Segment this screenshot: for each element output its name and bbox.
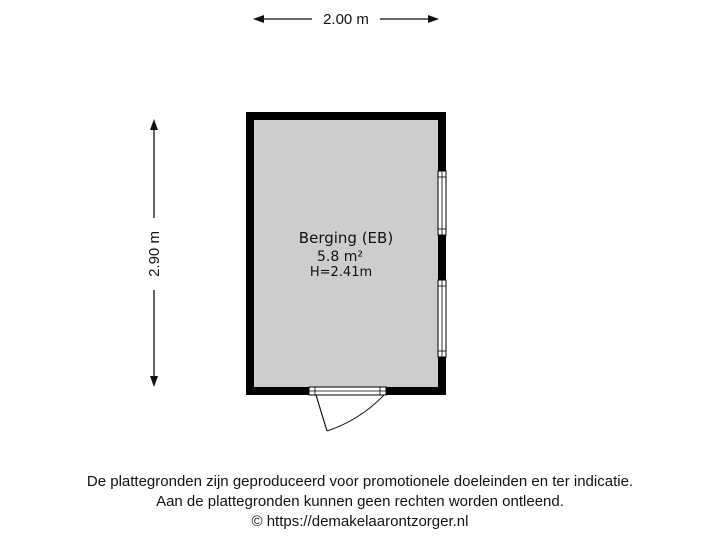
width-label: 2.00 m (323, 11, 369, 28)
disclaimer-line-2: Aan de plattegronden kunnen geen rechten… (156, 493, 564, 510)
door (308, 386, 387, 432)
width-arrow-left-icon (253, 15, 264, 23)
room-floor (254, 120, 438, 387)
height-arrow-bottom-icon (150, 376, 158, 387)
width-arrow-right-icon (428, 15, 439, 23)
door-leaf (315, 394, 328, 432)
window-lower (437, 279, 447, 358)
height-dimension: 2.90 m (146, 119, 163, 387)
height-arrow-top-icon (150, 119, 158, 130)
width-dimension: 2.00 m (253, 11, 439, 28)
room-name: Berging (EB) (299, 229, 393, 247)
disclaimer-line-1: De plattegronden zijn geproduceerd voor … (86, 473, 634, 490)
door-swing-arc (326, 394, 385, 432)
room-ceiling-height: H=2.41m (310, 265, 372, 280)
copyright-line: © https://demakelaarontzorger.nl (251, 513, 469, 530)
room-area: 5.8 m² (317, 249, 363, 265)
height-label: 2.90 m (146, 231, 163, 277)
window-upper (437, 170, 447, 236)
